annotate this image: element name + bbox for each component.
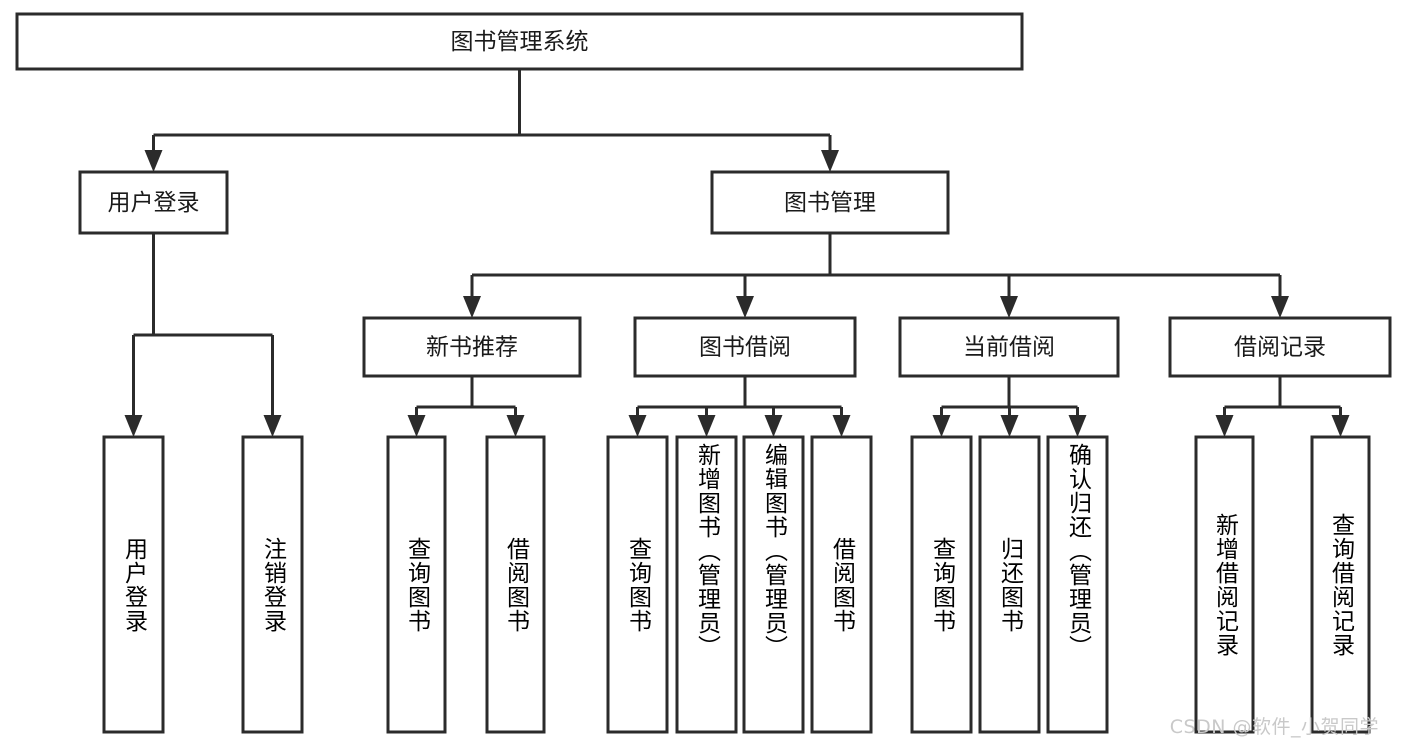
- leaf-node-5-rect: [606, 435, 669, 734]
- level2-node-1-label: 新书推荐: [426, 335, 518, 361]
- leaf-node-9[interactable]: [910, 435, 973, 734]
- level1-node-1-label: 用户登录: [108, 190, 200, 216]
- level1-node-1-rect: [78, 170, 229, 235]
- arrow-head-icon: [628, 415, 647, 437]
- leaf-node-10-rect: [978, 435, 1041, 734]
- level2-node-1-rect: [362, 316, 582, 378]
- arrow-head-icon: [263, 415, 282, 437]
- leaf-node-13-rect: [1310, 435, 1371, 734]
- level2-node-4-label: 借阅记录: [1234, 335, 1326, 361]
- leaf-node-10[interactable]: [978, 435, 1041, 734]
- level2-node-3[interactable]: 当前借阅: [898, 316, 1120, 378]
- leaf-node-12[interactable]: [1194, 435, 1255, 734]
- leaf-node-3-rect: [386, 435, 447, 734]
- leaf-node-7[interactable]: [742, 435, 805, 734]
- level2-node-2[interactable]: 图书借阅: [633, 316, 857, 378]
- arrow-head-icon: [1215, 415, 1234, 437]
- arrow-head-icon: [932, 415, 951, 437]
- watermark-text: CSDN @软件_小贺同学: [1169, 716, 1379, 738]
- leaf-node-2-rect: [241, 435, 304, 734]
- root-node-label: 图书管理系统: [451, 29, 589, 55]
- level1-node-1[interactable]: 用户登录: [78, 170, 229, 235]
- arrow-head-icon: [144, 150, 163, 172]
- arrow-head-icon: [832, 415, 851, 437]
- leaf-node-5[interactable]: [606, 435, 669, 734]
- arrow-head-icon: [1331, 415, 1350, 437]
- leaf-node-2[interactable]: [241, 435, 304, 734]
- level2-node-4-rect: [1168, 316, 1392, 378]
- arrow-head-icon: [506, 415, 525, 437]
- level2-node-3-rect: [898, 316, 1120, 378]
- arrow-head-icon: [736, 296, 754, 318]
- level2-node-3-label: 当前借阅: [963, 335, 1055, 361]
- arrow-head-icon: [821, 150, 839, 172]
- connector-layer: [124, 69, 1350, 437]
- arrow-head-icon: [407, 415, 426, 437]
- level2-node-1[interactable]: 新书推荐: [362, 316, 582, 378]
- arrow-head-icon: [1271, 296, 1289, 318]
- leaf-node-1[interactable]: [102, 435, 165, 734]
- leaf-node-4-rect: [485, 435, 546, 734]
- arrow-head-icon: [697, 415, 716, 437]
- leaf-node-6-rect: [675, 435, 738, 734]
- arrow-head-icon: [463, 296, 481, 318]
- arrow-head-icon: [764, 415, 783, 437]
- leaf-node-8[interactable]: [810, 435, 873, 734]
- leaf-node-9-rect: [910, 435, 973, 734]
- arrow-head-icon: [124, 415, 143, 437]
- leaf-node-7-rect: [742, 435, 805, 734]
- leaf-node-12-rect: [1194, 435, 1255, 734]
- leaf-node-1-rect: [102, 435, 165, 734]
- arrow-head-icon: [1000, 415, 1019, 437]
- level2-node-2-rect: [633, 316, 857, 378]
- level2-node-4[interactable]: 借阅记录: [1168, 316, 1392, 378]
- level1-node-2-label: 图书管理: [784, 190, 876, 216]
- leaf-node-11-rect: [1046, 435, 1109, 734]
- root-node-rect: [15, 12, 1024, 71]
- leaf-node-13[interactable]: [1310, 435, 1371, 734]
- arrow-head-icon: [1068, 415, 1087, 437]
- arrow-head-icon: [1000, 296, 1018, 318]
- leaf-node-11[interactable]: [1046, 435, 1109, 734]
- level1-node-2-rect: [710, 170, 950, 235]
- level1-node-2[interactable]: 图书管理: [710, 170, 950, 235]
- root-node[interactable]: 图书管理系统: [15, 12, 1024, 71]
- level2-node-2-label: 图书借阅: [699, 335, 791, 361]
- leaf-node-6[interactable]: [675, 435, 738, 734]
- leaf-node-3[interactable]: [386, 435, 447, 734]
- leaf-node-4[interactable]: [485, 435, 546, 734]
- leaf-node-8-rect: [810, 435, 873, 734]
